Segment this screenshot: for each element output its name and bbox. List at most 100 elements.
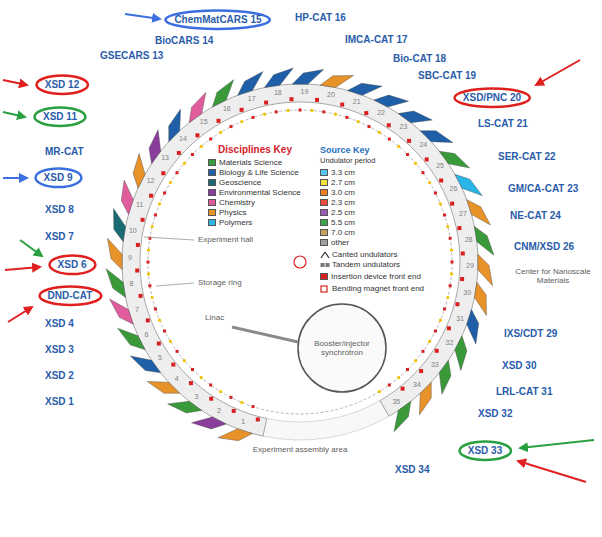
front-end-marker [171,363,175,367]
callout-oval: DND-CAT [38,285,103,307]
ring-magnet [154,307,157,310]
legend-text: Environmental Science [219,189,301,198]
pointer-arrow [125,14,160,19]
front-end-marker [139,294,143,298]
beamline-wedge [394,401,411,431]
oval-outline [35,108,86,127]
legend-text: 3.0 cm [331,189,355,198]
legend-text: Physics [219,209,247,218]
sector-number: 23 [400,123,408,131]
ring-magnet [449,284,452,287]
ring-magnet [450,248,453,251]
ring-magnet [158,319,161,322]
legend-swatch [208,169,216,176]
ring-magnet [443,307,446,310]
front-end-marker [256,417,260,421]
sector-number: 2 [217,407,221,415]
legend-item: Chemistry [208,199,255,208]
front-end-marker [157,342,161,346]
linac [232,327,298,342]
tandem-symbol [321,263,325,267]
pointer-arrow [3,177,27,179]
sector-number: 32 [446,339,454,347]
sector-number: 10 [129,227,137,235]
sector-number: 28 [465,236,473,244]
sector-label: LRL-CAT 31 [496,386,552,398]
ring-magnet [200,376,203,379]
ring-magnet [345,116,348,119]
legend-swatch [320,229,328,236]
beamline-wedge [467,310,479,344]
legend-item: Polymers [208,219,252,228]
ring-magnet [151,225,154,228]
front-end-marker [364,111,368,115]
beamline-wedge [320,76,353,88]
legend-text: 2.7 cm [331,179,355,188]
legend-swatch [208,209,216,216]
beamline-wedge [439,360,451,394]
beamline-wedge [420,131,453,143]
callout-oval: XSD 9 [34,167,83,189]
legend-swatch [320,273,328,280]
callout-text: DND-CAT [48,290,93,302]
beamline-wedge [419,382,431,415]
sector-number: 11 [136,201,143,209]
oval-outline [166,11,270,30]
legend-item: Environmental Science [208,189,301,198]
pointer-arrow [20,240,42,256]
front-end-marker [141,218,145,222]
callout-text: XSD 12 [45,79,79,91]
front-end-marker [460,277,464,281]
legend-swatch [320,209,328,216]
ring-magnet [428,340,431,343]
ring-magnet [219,390,222,393]
callout-oval: XSD/PNC 20 [453,87,531,109]
front-end-marker [177,151,181,155]
area-label: Experiment assembly area [253,445,348,454]
oval-outline [35,169,81,188]
ring-magnet [183,162,186,165]
legend-swatch [320,169,328,176]
legend-text: Materials Science [219,159,282,168]
ring-magnet [334,113,337,116]
legend-item: Bending magnet front end [320,285,424,294]
sector-number: 3 [195,393,199,401]
sector-label: GSECARS 13 [100,50,163,62]
assembly-area [263,401,389,440]
leader-line [144,237,194,240]
center-marker [294,256,306,268]
storage-ring-drawing [106,68,494,441]
ring-magnet [428,181,431,184]
sector-number: 33 [431,361,439,369]
beamline-wedge [114,209,126,242]
front-end-marker [135,269,139,273]
sector-number: 22 [377,109,385,117]
sector-label: XSD 30 [502,360,536,372]
beamline-wedge [348,83,382,95]
sector-number: 16 [223,105,231,113]
legend-subtitle: Undulator period [320,157,375,166]
legend-item: Insertion device front end [320,273,421,282]
area-label: Experiment hall [198,235,253,244]
legend-sample [320,285,330,293]
legend-item: 2.3 cm [320,199,355,208]
leader-line [156,283,194,286]
sector-number: 4 [175,375,179,383]
front-end-marker [450,202,454,206]
legend-text: 2.3 cm [331,199,355,208]
oval-outline [459,442,510,461]
ring-magnet [446,225,449,228]
sector-label: GM/CA-CAT 23 [508,183,578,195]
ring-magnet [357,120,360,123]
outline-square [321,286,327,292]
sector-number: 5 [158,354,162,362]
legend-text: Bending magnet front end [332,285,424,294]
sector-number: 25 [436,162,444,170]
beamline-wedge [130,356,160,373]
beamline-wedge [192,417,227,429]
ring-magnet [378,390,381,393]
callout-oval: ChemMatCARS 15 [164,9,271,31]
front-end-marker [289,97,293,101]
ring-magnet [191,153,194,156]
